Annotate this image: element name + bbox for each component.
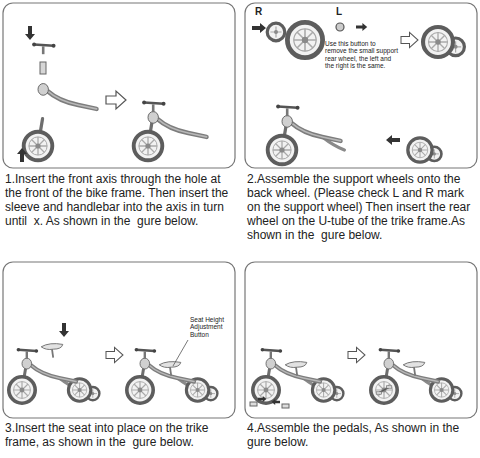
direction-arrow (252, 23, 266, 33)
leader-line (173, 340, 188, 366)
direction-arrow (258, 396, 266, 402)
panel-frame (3, 262, 235, 418)
direction-arrow (356, 23, 367, 31)
step-caption: 2.Assemble the support wheels onto the b… (247, 172, 477, 242)
step-text: 4.Assemble the pedals, As shown in the g… (247, 421, 477, 449)
release-button (336, 23, 344, 31)
panel-frame (245, 262, 477, 418)
panel-frame (3, 3, 235, 168)
frame-part (38, 84, 97, 109)
step-arrow (106, 91, 126, 109)
step-arrow (106, 347, 123, 362)
step-caption: 4.Assemble the pedals, As shown in the g… (247, 421, 477, 449)
direction-arrow (59, 323, 69, 337)
rear-assembled (423, 27, 464, 57)
direction-arrow (25, 26, 35, 40)
direction-arrow (272, 399, 280, 405)
step-arrow (348, 347, 365, 362)
front-assembled (134, 101, 207, 161)
rear-wheel-part (408, 138, 442, 162)
step-text: 2.Assemble the support wheels onto the b… (247, 172, 477, 242)
front-wheel-part (24, 119, 53, 161)
support-wheel (267, 23, 285, 41)
trike (9, 348, 100, 403)
trike (371, 348, 462, 403)
pedal (282, 404, 289, 408)
step-caption: 1.Insert the front axis through the hole… (5, 172, 235, 228)
side-mark: R (255, 6, 269, 18)
pedal (250, 402, 257, 406)
panel-frame (245, 3, 477, 168)
part-label: Seat Height Adjustment Button (190, 316, 234, 338)
step-text: 1.Insert the front axis through the hole… (5, 172, 235, 228)
direction-arrow (386, 135, 400, 145)
seat-part (41, 344, 63, 358)
step-text: 3.Insert the seat into place on the trik… (5, 421, 235, 449)
step-arrow (401, 32, 418, 47)
trike-front (268, 105, 345, 165)
rear-wheel (287, 22, 322, 57)
trike (253, 348, 344, 403)
side-mark: L (336, 6, 350, 18)
step-caption: 3.Insert the seat into place on the trik… (5, 421, 235, 449)
sleeve (40, 62, 46, 74)
handlebar-part (32, 42, 55, 54)
callout-note: Use this button to remove the small supp… (325, 40, 398, 70)
trike (127, 348, 218, 403)
direction-arrow (17, 148, 27, 162)
